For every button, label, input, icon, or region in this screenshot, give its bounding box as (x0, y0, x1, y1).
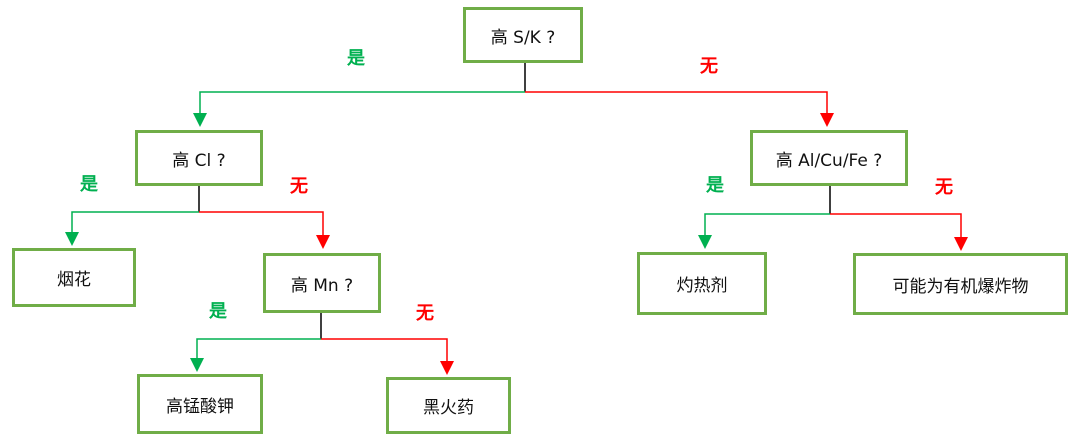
edge-mn-no (321, 338, 454, 375)
node-high-al-cu-fe: 高 Al/Cu/Fe ? (750, 130, 908, 186)
node-root-high-s-k: 高 S/K ? (463, 7, 583, 63)
node-potassium-permanganate: 高锰酸钾 (137, 374, 263, 434)
edge-metal-yes (698, 186, 831, 249)
label-cl-no: 无 (290, 176, 308, 197)
node-thermite-text: 灼热剂 (676, 276, 728, 296)
label-root-yes: 是 (347, 48, 365, 69)
node-blackpowder-text: 黑火药 (423, 398, 474, 418)
node-cl-text: 高 Cl ? (172, 150, 226, 171)
edge-root-yes (193, 62, 526, 127)
label-metal-yes: 是 (706, 175, 724, 196)
edge-cl-yes (65, 186, 200, 246)
label-root-no: 无 (700, 56, 718, 77)
edge-cl-no (199, 211, 330, 249)
node-permanganate-text: 高锰酸钾 (166, 396, 234, 417)
node-mn-text: 高 Mn ? (290, 275, 354, 296)
node-fireworks-text: 烟花 (57, 270, 91, 290)
node-thermite: 灼热剂 (637, 252, 767, 315)
node-fireworks: 烟花 (12, 248, 136, 307)
edge-root-no (525, 91, 834, 127)
node-high-cl: 高 Cl ? (135, 130, 263, 186)
label-metal-no: 无 (935, 177, 953, 198)
node-metal-text: 高 Al/Cu/Fe ? (775, 150, 883, 171)
edge-mn-yes (190, 313, 322, 372)
label-mn-no: 无 (416, 303, 434, 324)
label-mn-yes: 是 (209, 301, 227, 322)
node-organic-text: 可能为有机爆炸物 (892, 276, 1029, 297)
node-black-powder: 黑火药 (386, 377, 511, 434)
label-cl-yes: 是 (80, 174, 98, 195)
node-root-text: 高 S/K ? (490, 27, 556, 48)
node-organic-explosive: 可能为有机爆炸物 (853, 253, 1068, 315)
node-high-mn: 高 Mn ? (263, 253, 381, 313)
edge-metal-no (830, 213, 968, 251)
